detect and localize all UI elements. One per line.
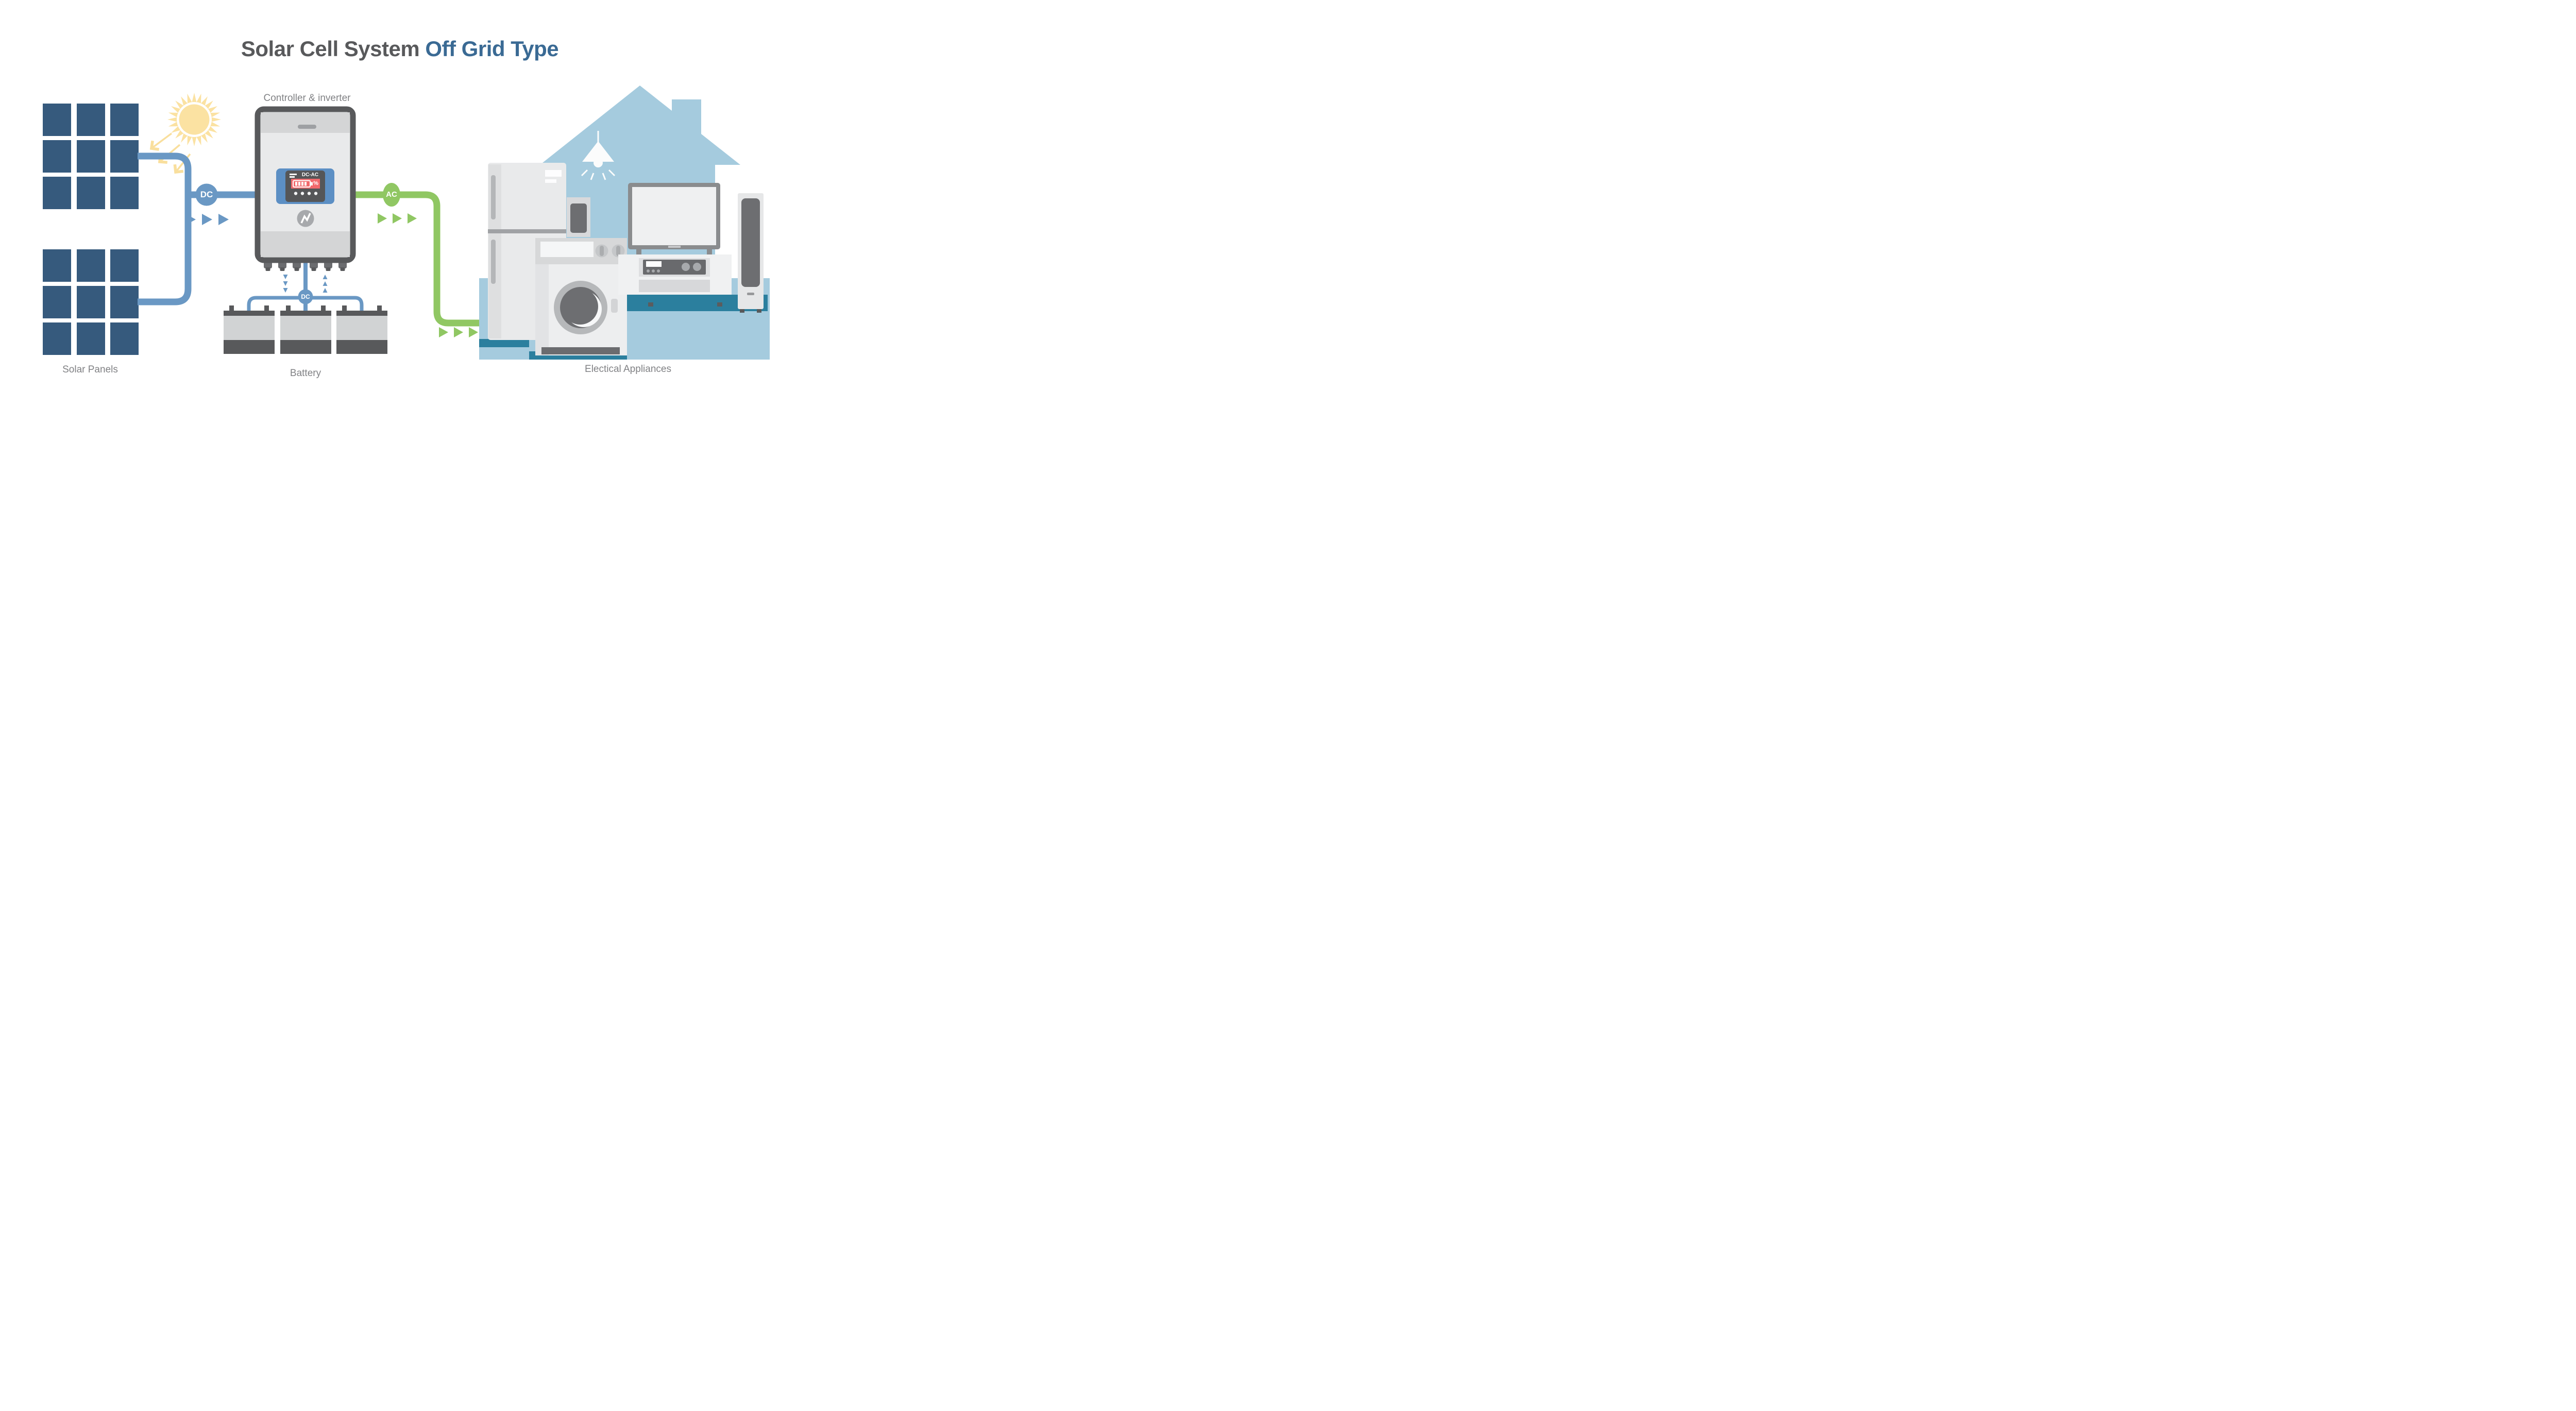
battery-icon xyxy=(280,305,331,354)
solar-cell xyxy=(43,286,71,318)
battery-gauge-icon xyxy=(293,180,313,188)
dc-node-main xyxy=(195,183,218,206)
page-title: Solar Cell System Off Grid Type xyxy=(0,35,800,63)
appliances-label: Electical Appliances xyxy=(585,364,671,375)
display-mode-text: DC-AC xyxy=(301,172,319,178)
solar-cell xyxy=(77,177,105,209)
flow-arrow xyxy=(323,288,328,293)
flow-arrow xyxy=(218,214,229,225)
ac-node xyxy=(383,183,400,207)
house-roof xyxy=(540,86,740,165)
flow-arrow xyxy=(283,281,288,286)
controller-label: Controller & inverter xyxy=(263,93,351,104)
solar-cell xyxy=(43,140,71,173)
battery-icon xyxy=(224,305,275,354)
audio-receiver-icon xyxy=(643,260,706,275)
dc-battery-tag: DC xyxy=(301,293,310,300)
tv-icon xyxy=(628,183,720,254)
battery-icon xyxy=(336,305,387,354)
flow-arrow xyxy=(469,327,478,337)
power-logo-icon xyxy=(297,210,314,227)
ac-tag: AC xyxy=(386,190,397,199)
solar-cell xyxy=(110,177,139,209)
flow-arrow xyxy=(439,327,448,337)
ac-wire xyxy=(350,191,483,327)
title-accent: Off Grid Type xyxy=(425,37,559,61)
flow-arrow xyxy=(323,281,328,286)
solar-cell xyxy=(110,104,139,136)
flow-arrow xyxy=(378,213,387,224)
lamp-icon xyxy=(581,131,616,180)
solar-cell xyxy=(43,249,71,282)
sun-icon xyxy=(167,93,221,146)
solar-cell xyxy=(110,286,139,318)
controller-inverter-icon xyxy=(255,106,356,271)
solar-cell xyxy=(77,104,105,136)
controller-vent-slot xyxy=(298,125,316,129)
small-speaker-icon xyxy=(567,197,590,237)
solar-cell xyxy=(77,249,105,282)
flow-arrow xyxy=(408,213,417,224)
solar-panel-array xyxy=(43,104,139,355)
solar-cell xyxy=(77,140,105,173)
flow-arrow xyxy=(202,214,212,225)
dc-node-battery xyxy=(298,289,313,304)
title-main: Solar Cell System xyxy=(241,37,420,61)
solar-cell xyxy=(43,322,71,355)
solar-cell xyxy=(43,104,71,136)
washing-machine-icon xyxy=(535,238,627,355)
solar-panels-label: Solar Panels xyxy=(62,364,118,375)
diagram-illustration xyxy=(43,86,770,360)
controller-display-panel xyxy=(276,168,334,204)
flow-arrows xyxy=(185,213,478,337)
display-percent-text: % xyxy=(313,180,318,186)
flow-arrow xyxy=(454,327,463,337)
solar-diagram: Solar Cell System Off Grid Type Controll… xyxy=(0,0,800,400)
solar-cell xyxy=(110,140,139,173)
flow-arrow xyxy=(185,214,196,225)
flow-arrow xyxy=(323,275,328,279)
flow-arrow xyxy=(393,213,402,224)
tv-stand-icon xyxy=(618,254,732,307)
dc-main-tag: DC xyxy=(200,190,213,199)
battery-label: Battery xyxy=(290,368,321,379)
solar-cell xyxy=(110,322,139,355)
solar-cell xyxy=(110,249,139,282)
solar-cell xyxy=(77,322,105,355)
battery-bank xyxy=(224,305,387,354)
solar-cell xyxy=(43,177,71,209)
flow-arrow xyxy=(283,288,288,293)
solar-cell xyxy=(77,286,105,318)
flow-arrow xyxy=(283,275,288,279)
tower-speaker-icon xyxy=(738,193,764,313)
